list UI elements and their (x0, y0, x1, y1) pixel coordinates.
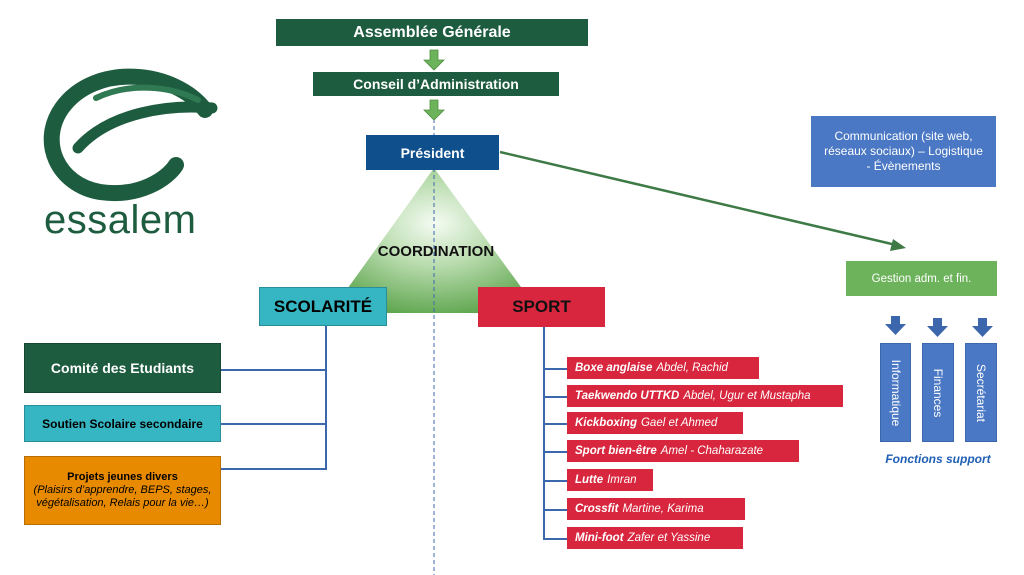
sport-item-people: Amel - Chaharazate (660, 445, 764, 457)
sport-item-people: Gael et Ahmed (640, 417, 718, 429)
sport-item-name: Kickboxing (575, 417, 637, 429)
scolarite-connector-vertical (325, 326, 327, 470)
assemblee-generale-box: Assemblée Générale (276, 19, 588, 46)
sport-item-people: Imran (607, 474, 637, 486)
sport-connector (543, 509, 567, 511)
projets-jeunes-box: Projets jeunes divers (Plaisirs d’appren… (24, 456, 221, 525)
sport-item-people: Martine, Karima (622, 503, 704, 515)
soutien-scolaire-label: Soutien Scolaire secondaire (42, 416, 203, 431)
logo-mark (43, 68, 218, 202)
sport-title: SPORT (512, 297, 571, 316)
conseil-administration-label: Conseil d’Administration (353, 76, 519, 92)
sport-box: SPORT (478, 287, 605, 327)
projets-jeunes-title: Projets jeunes divers (67, 471, 178, 483)
sport-item-name: Taekwendo UTTKD (575, 390, 680, 402)
sport-connector (543, 423, 567, 425)
president-label: Président (400, 144, 465, 161)
sport-item-name: Boxe anglaise (575, 362, 653, 374)
sport-item-name: Lutte (575, 474, 604, 486)
arrow-president-gestion (499, 150, 906, 251)
sport-item-people: Abdel, Rachid (656, 362, 728, 374)
arrow-assemblee-conseil (423, 49, 445, 71)
assemblee-generale-label: Assemblée Générale (353, 23, 511, 41)
sport-item-name: Mini-foot (575, 532, 624, 544)
gestion-box: Gestion adm. et fin. (846, 261, 997, 296)
coordination-label: COORDINATION (377, 243, 495, 260)
scolarite-box: SCOLARITÉ (259, 287, 387, 326)
communication-box: Communication (site web, réseaux sociaux… (811, 116, 996, 187)
sport-connector (543, 396, 567, 398)
sport-connector (543, 451, 567, 453)
informatique-label: Informatique (888, 359, 903, 426)
scolarite-connector-1 (221, 369, 327, 371)
sport-connector (543, 538, 567, 540)
comite-etudiants-box: Comité des Etudiants (24, 343, 221, 393)
secretariat-label: Secrétariat (974, 363, 988, 422)
scolarite-connector-2 (221, 423, 327, 425)
scolarite-title: SCOLARITÉ (273, 296, 373, 316)
communication-label: Communication (site web, réseaux sociaux… (824, 129, 983, 173)
informatique-box: Informatique (880, 343, 911, 442)
finances-box: Finances (922, 343, 954, 442)
arrow-conseil-president (423, 99, 445, 121)
soutien-scolaire-box: Soutien Scolaire secondaire (24, 405, 221, 442)
conseil-administration-box: Conseil d’Administration (313, 72, 559, 96)
president-box: Président (366, 135, 499, 170)
sport-item-people: Zafer et Yassine (627, 532, 711, 544)
sport-connector-vertical (543, 327, 545, 540)
sport-item-people: Abdel, Ugur et Mustapha (683, 390, 811, 402)
coordination-triangle (330, 168, 540, 313)
fonctions-support-caption: Fonctions support (885, 452, 991, 466)
secretariat-box: Secrétariat (965, 343, 997, 442)
arrow-secretariat (972, 318, 993, 337)
sport-connector (543, 368, 567, 370)
logo-text: essalem (44, 198, 197, 242)
sport-item-name: Sport bien-être (575, 445, 657, 457)
comite-etudiants-label: Comité des Etudiants (50, 360, 195, 376)
scolarite-connector-3 (221, 468, 327, 470)
gestion-label: Gestion adm. et fin. (871, 272, 972, 285)
arrow-informatique (885, 316, 906, 335)
sport-item-name: Crossfit (575, 503, 619, 515)
finances-label: Finances (931, 368, 945, 417)
sport-connector (543, 480, 567, 482)
arrow-finances (927, 318, 948, 337)
projets-jeunes-detail: (Plaisirs d’apprendre, BEPS, stages, vég… (33, 484, 212, 509)
